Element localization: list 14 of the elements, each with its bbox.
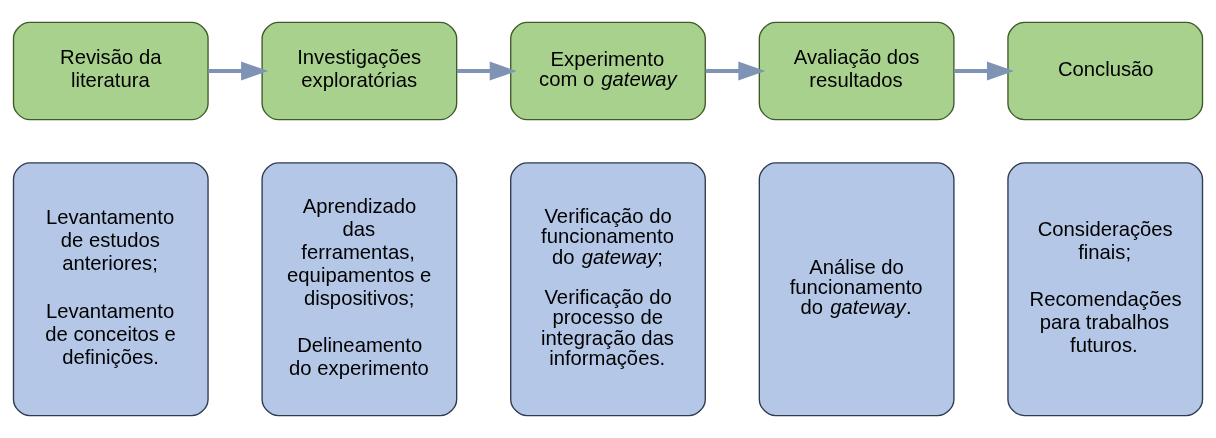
node-box: Experimento com o gateway — [510, 21, 706, 121]
node-box: Levantamento de estudos anteriores; Levantamento de conceitos e definições. — [12, 162, 209, 417]
node-box: Conclusão — [1007, 21, 1204, 121]
node-box: Aprendizado das ferramentas, equipamentos e dispositivos; Delineamento do experimento — [261, 162, 458, 417]
arrow — [208, 61, 269, 81]
node-box: Considerações finais; Recomendações para trabalhos futuros. — [1007, 162, 1204, 417]
node-box: Avaliação dos resultados — [758, 21, 955, 121]
node-box: Revisão da literatura — [12, 21, 209, 121]
arrow — [705, 61, 766, 81]
node-box: Investigações exploratórias — [261, 21, 458, 121]
arrow — [457, 61, 517, 81]
node-box: Análise do funcionamento do gateway. — [758, 162, 955, 417]
arrow — [954, 61, 1014, 81]
node-box: Verificação do funcionamento do gateway; Verificação do processo de integração das informações. — [510, 162, 706, 417]
